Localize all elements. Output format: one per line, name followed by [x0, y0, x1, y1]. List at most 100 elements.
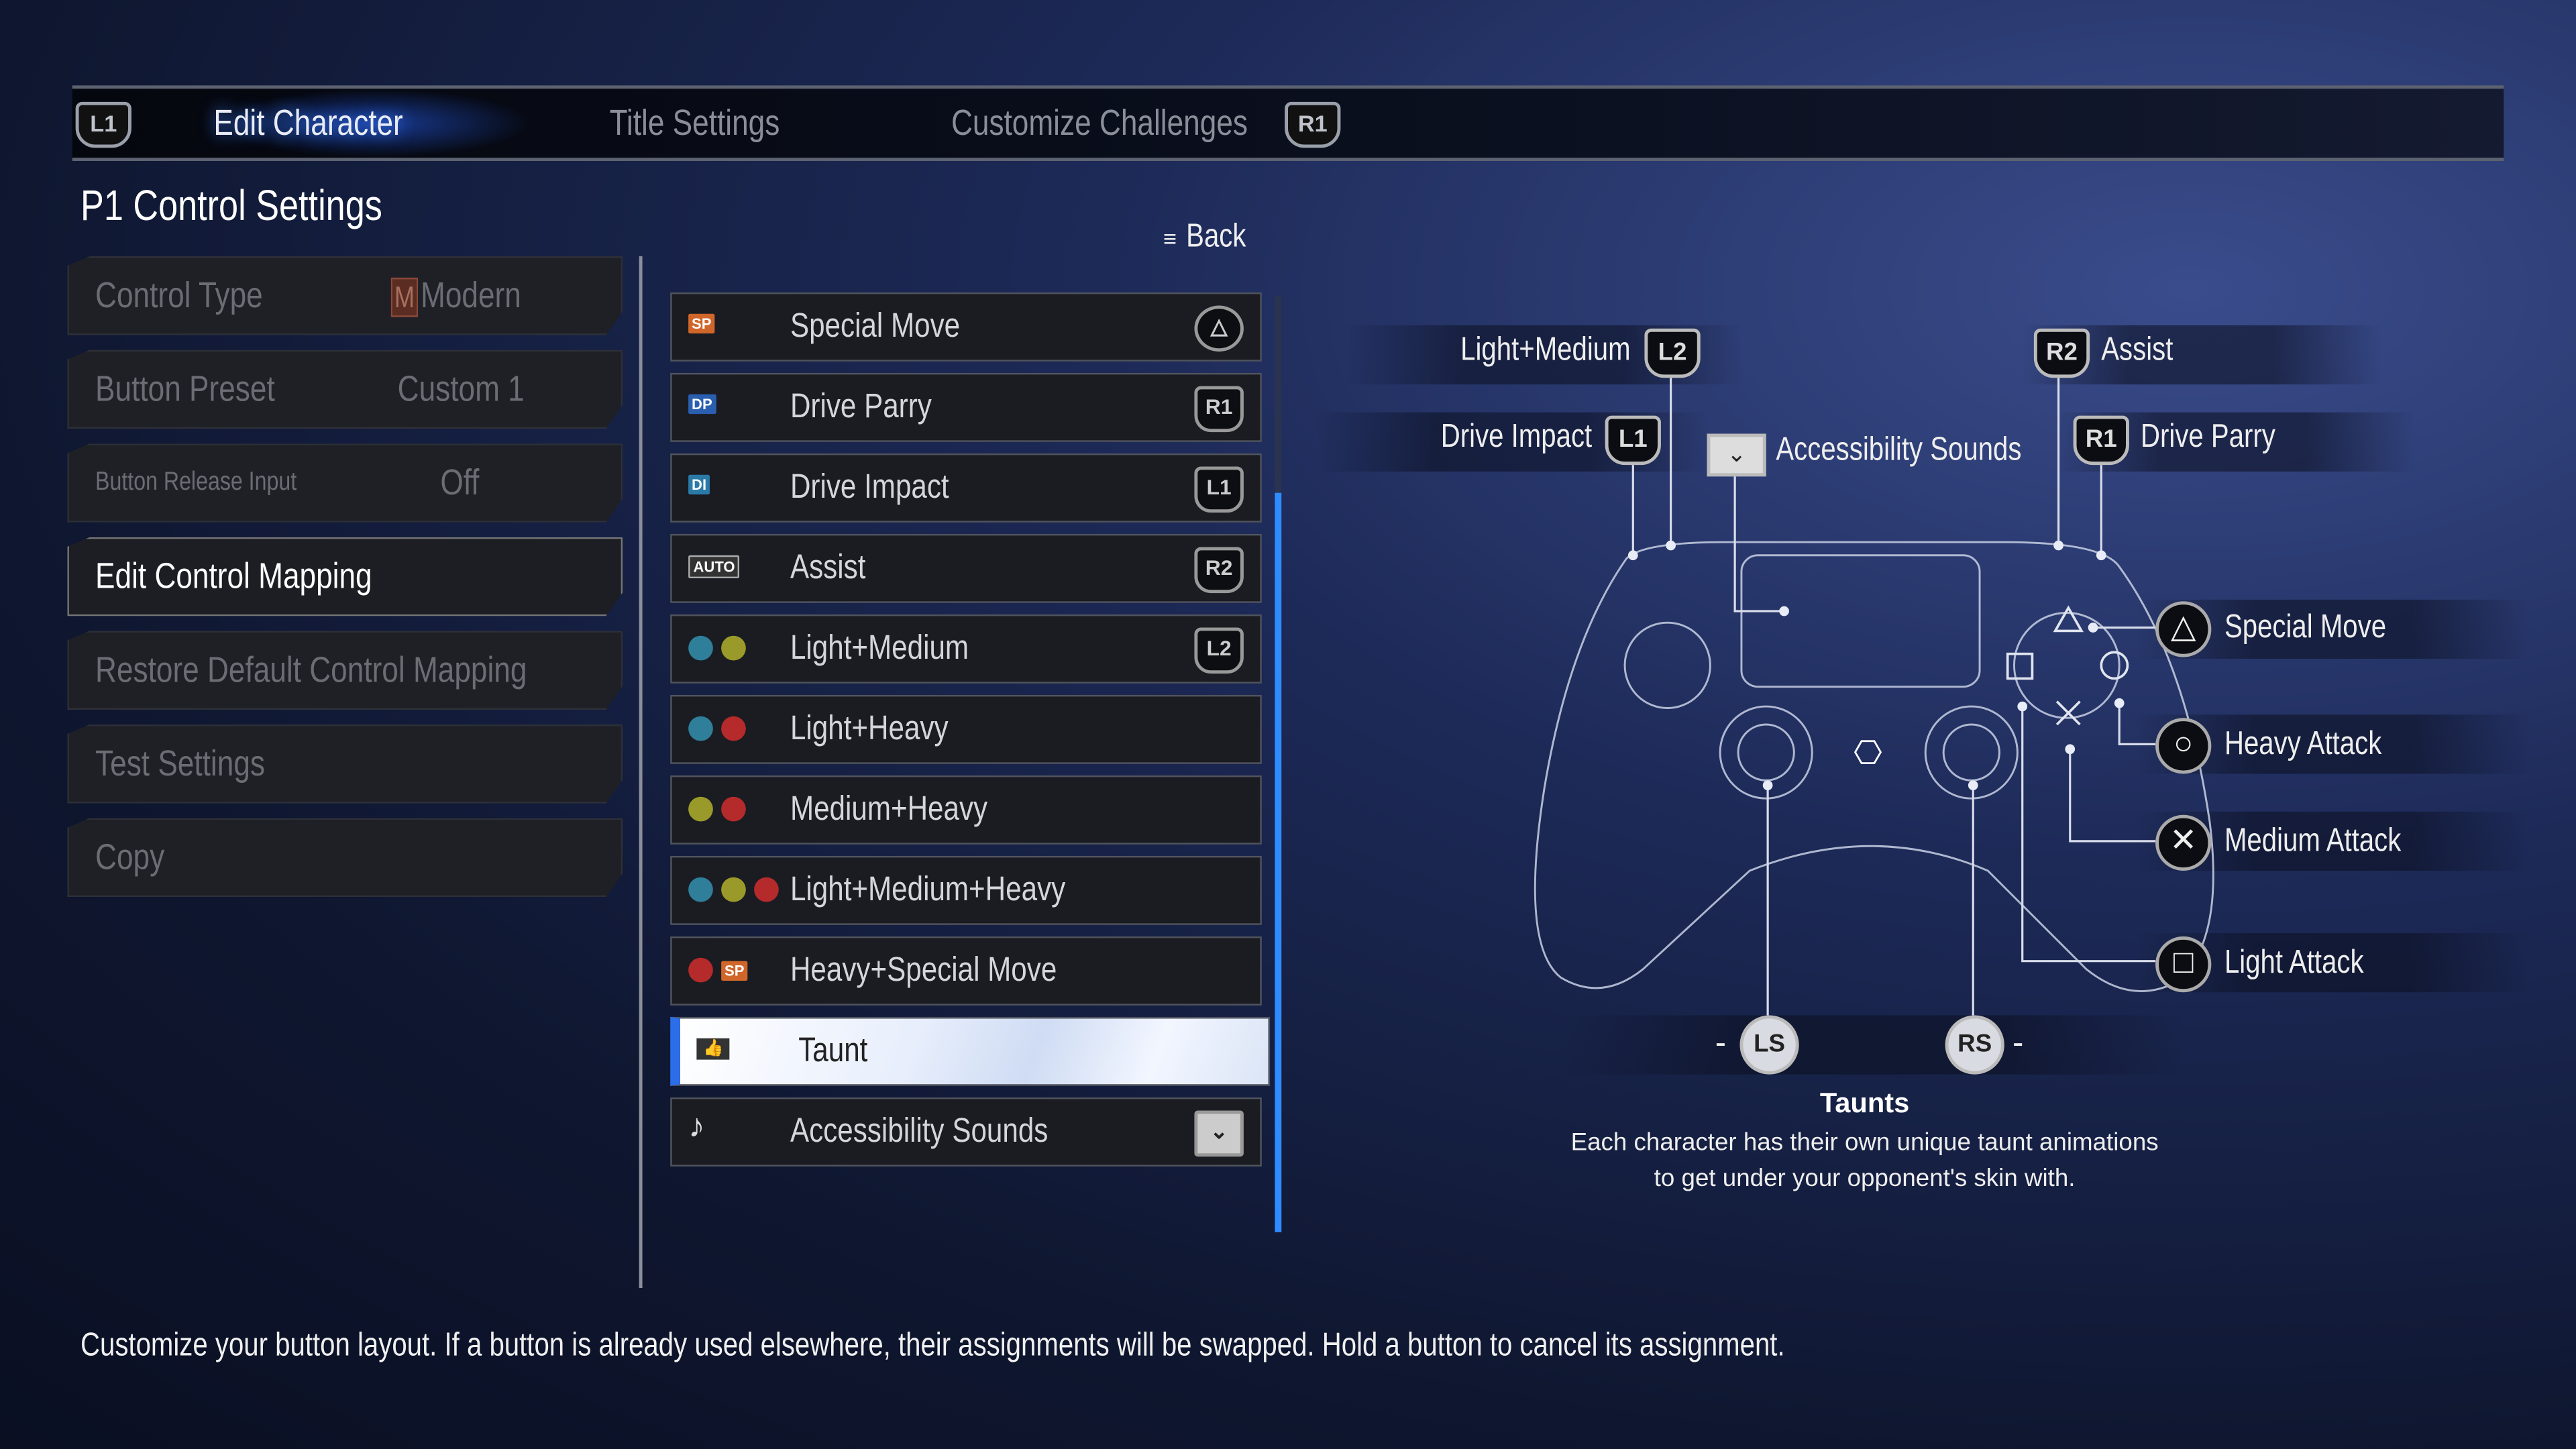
- attack-dot-icon: [754, 877, 779, 902]
- l1-bumper-icon[interactable]: L1: [75, 101, 131, 148]
- attack-dot-icon: [688, 957, 713, 983]
- mapping-row[interactable]: DP Drive Parry R1: [670, 372, 1262, 442]
- option-label: Control Type: [95, 274, 263, 316]
- option-label: Button Preset: [95, 368, 275, 409]
- mapping-row[interactable]: Medium+Heavy: [670, 775, 1262, 845]
- r1-button-icon: R1: [2073, 415, 2129, 466]
- description-body: Each character has their own unique taun…: [1570, 1128, 2159, 1193]
- triangle-button-icon: △: [2155, 601, 2212, 657]
- mapping-row[interactable]: Light+Heavy: [670, 694, 1262, 764]
- label-band: [1560, 1015, 2186, 1075]
- help-text: Customize your button layout. If a butto…: [80, 1327, 1785, 1364]
- attack-dot-icon: [721, 796, 746, 822]
- square-mapping: □Light Attack: [2155, 936, 2394, 993]
- assigned-button-icon: L1: [1194, 466, 1244, 513]
- l1-mapping-label: Drive Impact: [1440, 419, 1593, 455]
- option-label: Button Release Input: [95, 468, 297, 496]
- action-icons: [688, 877, 779, 902]
- ls-button-icon: LS: [1739, 1015, 1799, 1075]
- button-release-input-option[interactable]: Button Release Input Off: [67, 443, 623, 523]
- action-icons: 👍: [696, 1038, 731, 1060]
- mapping-row[interactable]: Light+Medium+Heavy: [670, 855, 1262, 925]
- tab-title-settings[interactable]: Title Settings: [609, 101, 780, 144]
- l2-mapping-label: Light+Medium: [1460, 331, 1631, 368]
- assigned-button-icon: L2: [1194, 627, 1244, 674]
- r2-button-icon: R2: [2033, 328, 2090, 378]
- page-title: P1 Control Settings: [80, 180, 382, 230]
- sp-tag-icon: SP: [721, 960, 748, 980]
- option-value: Custom 1: [397, 368, 525, 409]
- action-icons: SP: [688, 957, 748, 983]
- l1-button-icon: L1: [1605, 415, 1661, 466]
- action-name: Medium+Heavy: [790, 790, 988, 828]
- action-name: Drive Impact: [790, 468, 949, 506]
- attack-dot-icon: [688, 796, 713, 822]
- assigned-button-icon: △: [1194, 305, 1244, 352]
- cross-mapping: ✕Medium Attack: [2155, 814, 2440, 871]
- divider: [639, 256, 643, 1289]
- mapping-row[interactable]: SP Heavy+Special Move: [670, 936, 1262, 1006]
- option-label: Test Settings: [95, 742, 265, 784]
- music-note-icon: ♪: [688, 1109, 705, 1145]
- r2-mapping-label: Assist: [2101, 331, 2174, 368]
- options-button-icon: ≡: [1163, 225, 1177, 252]
- l2-button-icon: L2: [1644, 328, 1701, 378]
- attack-dot-icon: [688, 635, 713, 661]
- square-button-icon: □: [2155, 936, 2212, 993]
- action-icons: SP: [688, 313, 715, 334]
- action-name: Taunt: [798, 1031, 868, 1070]
- attack-dot-icon: [688, 877, 713, 902]
- active-tab-glow: [220, 89, 533, 158]
- action-icons: [688, 716, 746, 741]
- touchpad-chevron-icon: ⌄: [1707, 433, 1766, 477]
- option-value: Off: [440, 462, 480, 503]
- option-label: Restore Default Control Mapping: [95, 649, 527, 690]
- circle-button-icon: ○: [2155, 718, 2212, 774]
- mapping-row[interactable]: DI Drive Impact L1: [670, 453, 1262, 523]
- tab-edit-character[interactable]: Edit Character: [213, 101, 403, 144]
- action-icons: [688, 796, 746, 822]
- action-name: Light+Heavy: [790, 709, 949, 748]
- tab-customize-challenges[interactable]: Customize Challenges: [951, 101, 1248, 144]
- button-preset-option[interactable]: Button Preset Custom 1: [67, 350, 623, 429]
- auto-tag-icon: AUTO: [688, 555, 740, 579]
- action-icons: ♪: [688, 1109, 704, 1147]
- tab-bar: L1 Edit Character Title Settings Customi…: [72, 85, 2504, 162]
- attack-dot-icon: [721, 635, 746, 661]
- action-icons: AUTO: [688, 555, 740, 579]
- cross-button-icon: ✕: [2155, 814, 2212, 871]
- ls-mapping-label: -: [1715, 1025, 1727, 1062]
- attack-dot-icon: [721, 716, 746, 741]
- triangle-mapping: △Special Move: [2155, 601, 2422, 657]
- restore-default-mapping-button[interactable]: Restore Default Control Mapping: [67, 631, 623, 710]
- action-icons: DP: [688, 394, 716, 415]
- action-name: Drive Parry: [790, 387, 932, 426]
- rs-mapping-label: -: [2012, 1025, 2024, 1062]
- mapping-row[interactable]: 👍 Taunt: [670, 1016, 1271, 1086]
- option-label: Copy: [95, 836, 165, 877]
- test-settings-button[interactable]: Test Settings: [67, 724, 623, 804]
- back-button[interactable]: ≡Back: [1163, 218, 1246, 255]
- copy-button[interactable]: Copy: [67, 818, 623, 898]
- description-title: Taunts: [1819, 1087, 1910, 1119]
- action-name: Heavy+Special Move: [790, 951, 1057, 989]
- touchpad-mapping-label: Accessibility Sounds: [1776, 432, 2022, 468]
- modern-badge-icon: M: [390, 277, 419, 317]
- r1-bumper-icon[interactable]: R1: [1285, 101, 1341, 148]
- dp-tag-icon: DP: [688, 394, 716, 415]
- scrollbar-thumb[interactable]: [1275, 492, 1282, 1232]
- assigned-button-icon: ⌄: [1194, 1110, 1244, 1157]
- assigned-button-icon: R2: [1194, 547, 1244, 594]
- edit-control-mapping-button[interactable]: Edit Control Mapping: [67, 537, 623, 616]
- action-icons: DI: [688, 474, 710, 495]
- assigned-button-icon: R1: [1194, 386, 1244, 433]
- di-tag-icon: DI: [688, 474, 710, 495]
- mapping-row[interactable]: ♪Accessibility Sounds⌄: [670, 1097, 1262, 1167]
